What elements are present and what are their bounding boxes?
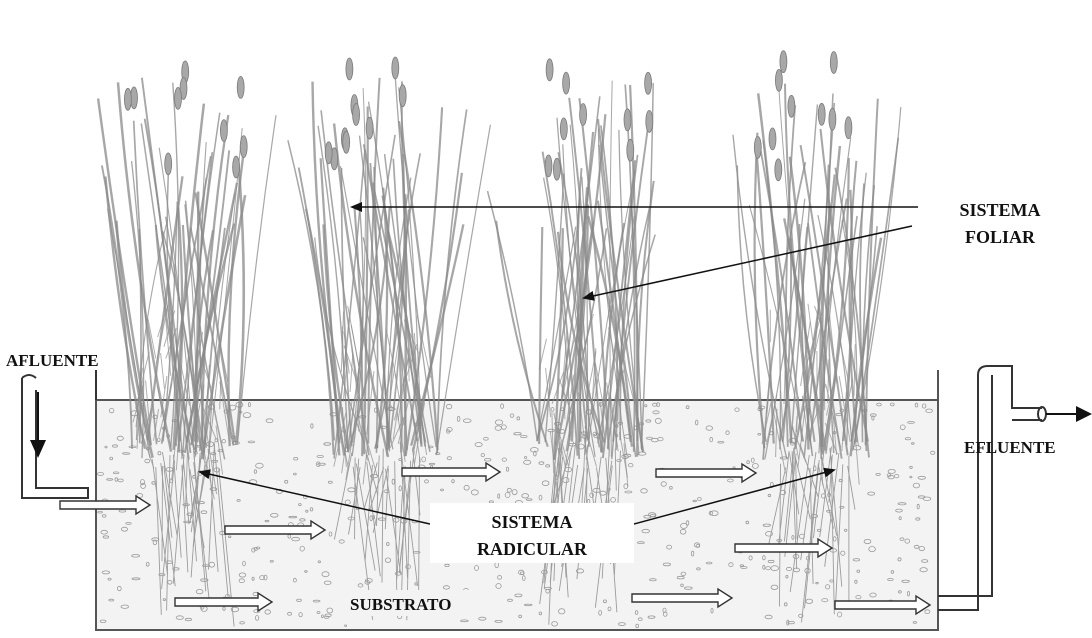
foliar-label-line2: FOLIAR [965,227,1036,247]
efluente-label: EFLUENTE [964,438,1056,457]
radicular-label-line2: RADICULAR [477,539,588,559]
outlet-pipe [938,366,1046,610]
radicular-label-line1: SISTEMA [491,512,572,532]
inlet-down-arrow [30,392,46,458]
outlet-arrow [1046,406,1092,422]
afluente-label: AFLUENTE [6,351,99,370]
substrato-label: SUBSTRATO [350,595,451,614]
foliar-label-line1: SISTEMA [959,200,1040,220]
inlet-pipe [22,370,96,498]
